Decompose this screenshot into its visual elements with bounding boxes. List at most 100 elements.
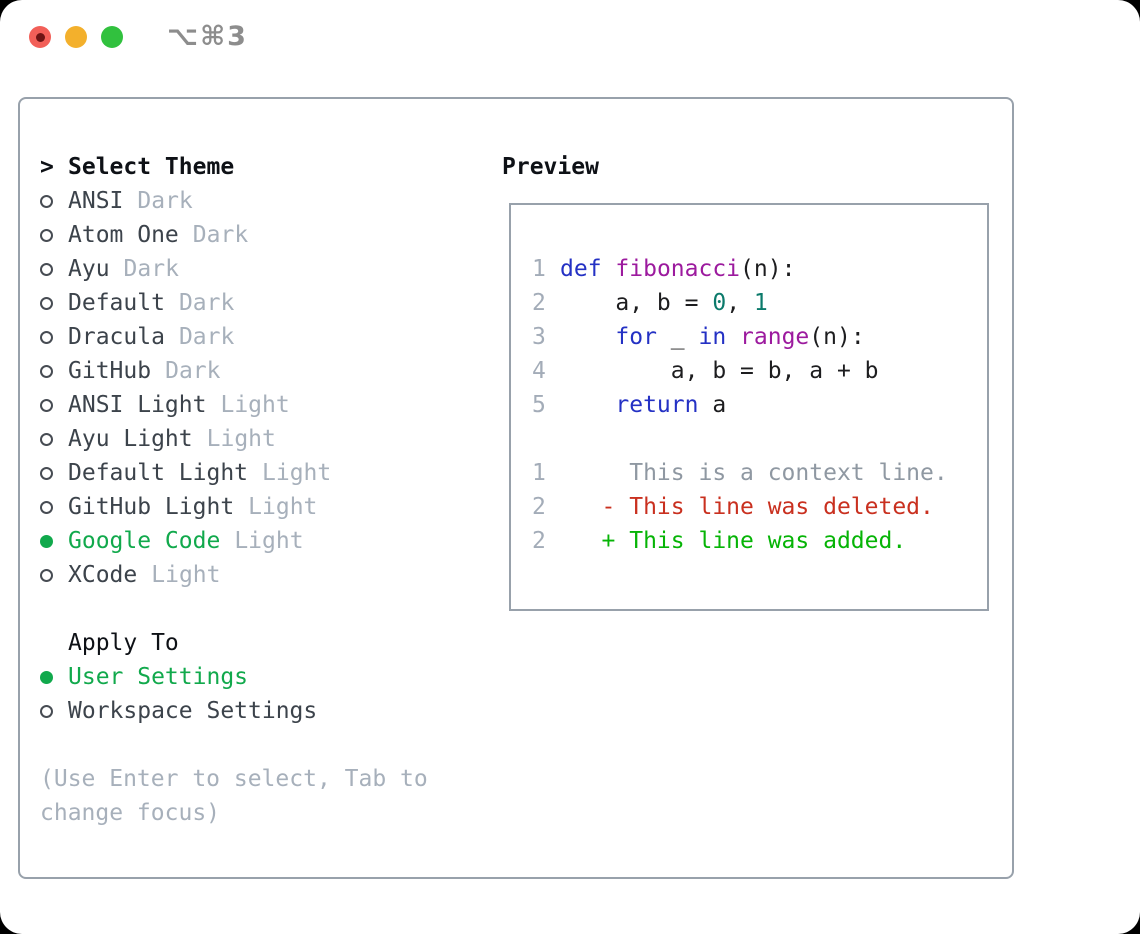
preview-line: 4 a, b = b, a + b bbox=[532, 354, 987, 388]
theme-name: Default bbox=[68, 290, 165, 316]
theme-option-dracula[interactable]: Dracula Dark bbox=[40, 320, 331, 354]
marker-cell bbox=[40, 500, 68, 514]
zoom-button[interactable] bbox=[101, 26, 123, 48]
radio-icon bbox=[40, 432, 53, 446]
marker-cell bbox=[40, 670, 68, 684]
code-token: in bbox=[698, 324, 727, 350]
theme-variant: Light bbox=[151, 562, 221, 588]
radio-icon bbox=[40, 534, 53, 548]
code-token: def bbox=[560, 256, 602, 282]
apply-to-header: Apply To bbox=[40, 626, 317, 660]
preview-line: 2 a, b = 0, 1 bbox=[532, 286, 987, 320]
code-token: a, b = bbox=[560, 290, 713, 316]
theme-option-ansi-light[interactable]: ANSI Light Light bbox=[40, 388, 331, 422]
line-content: a, b = 0, 1 bbox=[560, 290, 767, 316]
theme-name: Atom One bbox=[68, 222, 179, 248]
line-number: 2 bbox=[532, 290, 546, 316]
line-number: 2 bbox=[532, 528, 546, 554]
theme-variant: Dark bbox=[165, 358, 221, 384]
marker-cell bbox=[40, 466, 68, 480]
preview-line bbox=[532, 422, 987, 456]
theme-option-default[interactable]: Default Dark bbox=[40, 286, 331, 320]
theme-option-github[interactable]: GitHub Dark bbox=[40, 354, 331, 388]
marker-cell bbox=[40, 568, 68, 582]
radio-icon bbox=[40, 466, 53, 480]
theme-variant: Light bbox=[234, 528, 304, 554]
line-content: - This line was deleted. bbox=[560, 494, 934, 520]
theme-option-github-light[interactable]: GitHub Light Light bbox=[40, 490, 331, 524]
line-content: This is a context line. bbox=[560, 460, 948, 486]
code-token: 0 bbox=[712, 290, 727, 316]
theme-variant: Dark bbox=[192, 222, 249, 248]
theme-list: > Select Theme ANSI Dark Atom One Dark A… bbox=[40, 150, 331, 592]
apply-option-label: Workspace Settings bbox=[68, 698, 318, 724]
theme-name: Ayu bbox=[68, 256, 110, 282]
code-token: _ bbox=[656, 324, 699, 350]
code-token: (n): bbox=[740, 256, 796, 282]
radio-icon bbox=[40, 296, 53, 310]
preview-line: 1 def fibonacci(n): bbox=[532, 252, 987, 286]
record-dot-icon bbox=[35, 32, 45, 42]
theme-variant: Light bbox=[248, 494, 318, 520]
marker-cell bbox=[40, 262, 68, 276]
theme-option-ayu[interactable]: Ayu Dark bbox=[40, 252, 331, 286]
marker-cell bbox=[40, 330, 68, 344]
theme-name: Google Code bbox=[68, 528, 221, 554]
theme-variant: Dark bbox=[178, 290, 235, 316]
apply-option-workspace-settings[interactable]: Workspace Settings bbox=[40, 694, 317, 728]
radio-icon bbox=[40, 228, 53, 242]
minimize-button[interactable] bbox=[65, 26, 87, 48]
marker-cell bbox=[40, 194, 68, 208]
select-theme-label: Select Theme bbox=[68, 154, 235, 180]
line-number: 5 bbox=[532, 392, 546, 418]
marker-cell bbox=[40, 704, 68, 718]
code-token: , bbox=[726, 290, 754, 316]
radio-icon bbox=[40, 262, 53, 276]
window-title: ⌥⌘3 bbox=[167, 21, 248, 52]
preview-box: 1 def fibonacci(n): 2 a, b = 0, 1 3 for … bbox=[509, 203, 989, 611]
diff-line-added: 2 + This line was added. bbox=[532, 524, 987, 558]
radio-icon bbox=[40, 364, 53, 378]
theme-option-ayu-light[interactable]: Ayu Light Light bbox=[40, 422, 331, 456]
marker-cell bbox=[40, 432, 68, 446]
radio-icon bbox=[40, 568, 53, 582]
line-number: 1 bbox=[532, 460, 546, 486]
theme-name: XCode bbox=[68, 562, 138, 588]
code-token: return bbox=[615, 392, 699, 418]
theme-option-ansi[interactable]: ANSI Dark bbox=[40, 184, 331, 218]
apply-to-label: Apply To bbox=[68, 630, 179, 656]
theme-option-xcode[interactable]: XCode Light bbox=[40, 558, 331, 592]
theme-variant: Dark bbox=[178, 324, 235, 350]
radio-icon bbox=[40, 500, 53, 514]
apply-option-user-settings[interactable]: User Settings bbox=[40, 660, 317, 694]
line-content: for _ in range(n): bbox=[560, 324, 865, 350]
theme-option-google-code[interactable]: Google Code Light bbox=[40, 524, 331, 558]
apply-option-label: User Settings bbox=[68, 664, 249, 690]
line-number: 2 bbox=[532, 494, 546, 520]
cursor-marker: > bbox=[40, 154, 54, 180]
line-number: 1 bbox=[532, 256, 546, 282]
code-token bbox=[726, 324, 740, 350]
line-content: return a bbox=[560, 392, 726, 418]
code-token: (n): bbox=[809, 324, 865, 350]
radio-icon bbox=[40, 398, 53, 412]
theme-variant: Light bbox=[206, 426, 276, 452]
radio-icon bbox=[40, 670, 53, 684]
code-token bbox=[560, 392, 615, 418]
theme-variant: Dark bbox=[137, 188, 193, 214]
theme-name: Default Light bbox=[68, 460, 249, 486]
preview-line: 3 for _ in range(n): bbox=[532, 320, 987, 354]
select-theme-header: > Select Theme bbox=[40, 150, 331, 184]
line-content: + This line was added. bbox=[560, 528, 907, 554]
code-token: a bbox=[698, 392, 727, 418]
theme-option-atom-one[interactable]: Atom One Dark bbox=[40, 218, 331, 252]
theme-option-default-light[interactable]: Default Light Light bbox=[40, 456, 331, 490]
theme-name: Ayu Light bbox=[68, 426, 193, 452]
theme-name: GitHub bbox=[68, 358, 152, 384]
radio-icon bbox=[40, 704, 53, 718]
close-button[interactable] bbox=[29, 26, 51, 48]
marker-cell bbox=[40, 228, 68, 242]
theme-name: GitHub Light bbox=[68, 494, 235, 520]
line-content: a, b = b, a + b bbox=[560, 358, 879, 384]
